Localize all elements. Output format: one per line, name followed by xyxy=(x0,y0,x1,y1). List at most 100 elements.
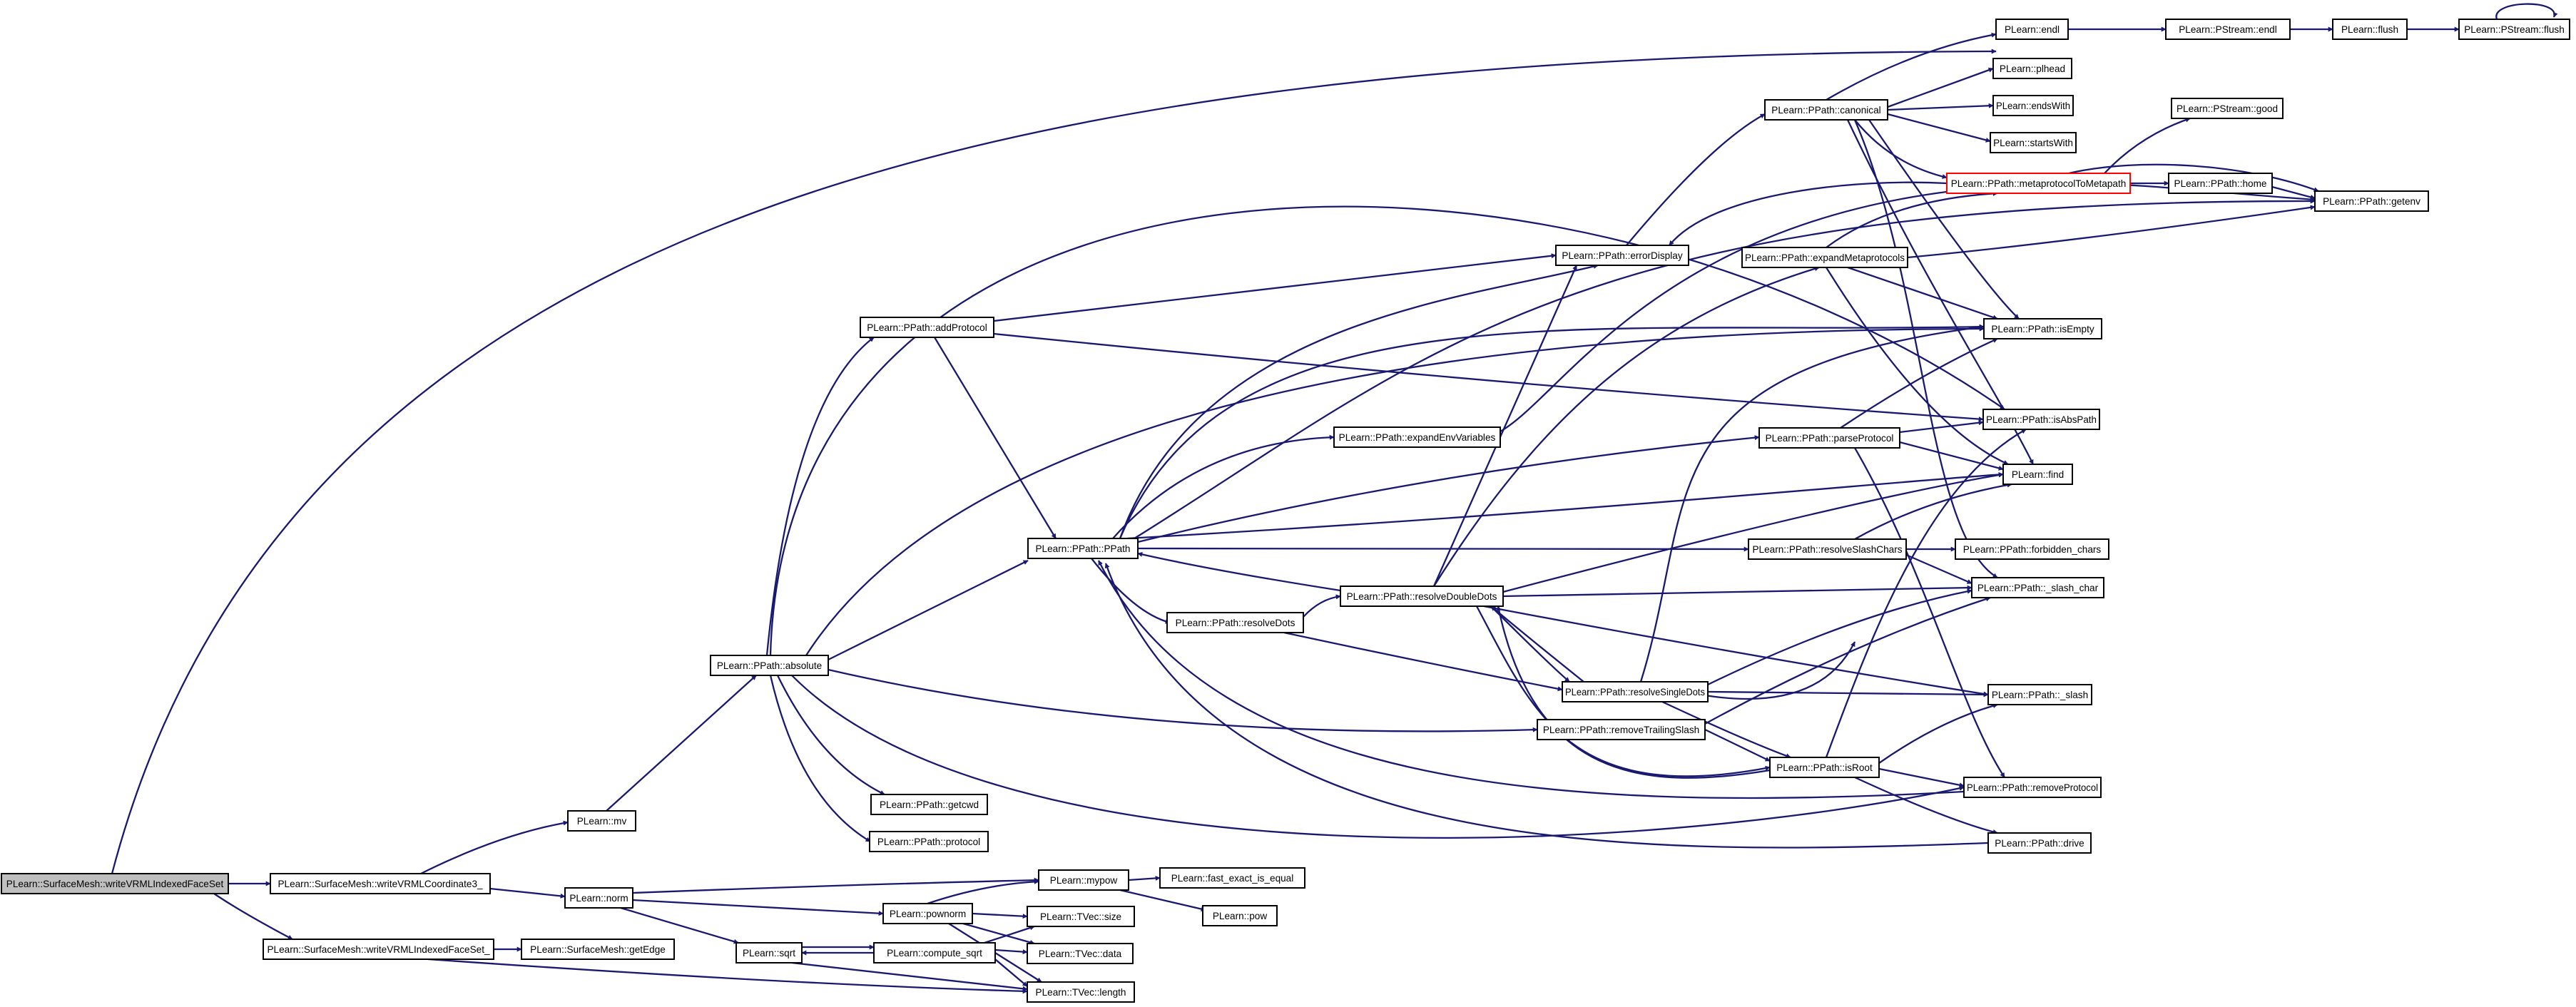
edge-pownorm-to-tdata xyxy=(962,922,1035,945)
node-box xyxy=(1333,426,1501,448)
node-label: PLearn::PPath::resolveSingleDots xyxy=(1565,687,1705,697)
node-startsWith[interactable]: PLearn::startsWith xyxy=(1990,132,2077,153)
node-box xyxy=(567,810,636,832)
node-resolveDoubleDots[interactable]: PLearn::PPath::resolveDoubleDots xyxy=(1340,586,1504,607)
node-box xyxy=(1748,538,1907,560)
edge-absolute-to-isAbsPath xyxy=(769,205,2005,656)
node-pownorm[interactable]: PLearn::pownorm xyxy=(882,903,973,924)
edge-canonical-to-startsWith xyxy=(1887,113,1991,143)
edge-isRoot-to-slash xyxy=(1878,703,1998,764)
edge-resolveDoubleDots-to-resolveSingleDots xyxy=(1490,605,1570,683)
node-expandEnv[interactable]: PLearn::PPath::expandEnvVariables xyxy=(1333,426,1501,448)
node-box xyxy=(1983,318,2102,339)
node-box xyxy=(1166,612,1304,633)
edge-expandMeta-to-metaToMeta xyxy=(1826,190,1998,248)
edge-home-to-getenv xyxy=(2271,185,2316,200)
node-wcoord[interactable]: PLearn::SurfaceMesh::writeVRMLCoordinate… xyxy=(270,873,491,894)
edge-compute_sqrt-to-tlength xyxy=(994,959,1028,987)
node-label: PLearn::fast_exact_is_equal xyxy=(1171,873,1294,884)
node-box xyxy=(869,831,989,852)
node-home[interactable]: PLearn::PPath::home xyxy=(2168,173,2273,194)
node-isAbsPath[interactable]: PLearn::PPath::isAbsPath xyxy=(1982,409,2100,430)
node-isEmpty[interactable]: PLearn::PPath::isEmpty xyxy=(1983,318,2102,339)
node-absolute[interactable]: PLearn::PPath::absolute xyxy=(710,655,829,676)
node-label: PLearn::compute_sqrt xyxy=(887,948,982,959)
edge-isRoot-to-isAbsPath xyxy=(1825,428,2027,758)
node-pow[interactable]: PLearn::pow xyxy=(1202,905,1278,926)
node-slash[interactable]: PLearn::PPath::_slash xyxy=(1987,684,2092,705)
node-resolveSingleDots[interactable]: PLearn::PPath::resolveSingleDots xyxy=(1562,681,1709,702)
node-resolveSlashChars[interactable]: PLearn::PPath::resolveSlashChars xyxy=(1748,538,1907,560)
edge-norm-to-sqrt xyxy=(620,906,739,944)
node-fast_exact[interactable]: PLearn::fast_exact_is_equal xyxy=(1159,867,1305,889)
node-mypow[interactable]: PLearn::mypow xyxy=(1038,869,1129,891)
edge-absolute-to-ppath xyxy=(828,559,1029,661)
node-forbidden[interactable]: PLearn::PPath::forbidden_chars xyxy=(1955,538,2109,560)
node-parseProtocol[interactable]: PLearn::PPath::parseProtocol xyxy=(1758,427,1900,449)
node-expandMeta[interactable]: PLearn::PPath::expandMetaprotocols xyxy=(1741,247,1908,268)
edge-errorDisplay-to-canonical xyxy=(1626,113,1766,246)
node-wface[interactable]: PLearn::SurfaceMesh::writeVRMLIndexedFac… xyxy=(263,939,494,960)
node-tdata[interactable]: PLearn::TVec::data xyxy=(1027,943,1134,964)
node-label: PLearn::PPath::forbidden_chars xyxy=(1963,544,2102,555)
node-label: PLearn::PPath::canonical xyxy=(1771,105,1880,116)
node-box xyxy=(1982,409,2100,430)
node-tsize[interactable]: PLearn::TVec::size xyxy=(1027,906,1135,927)
node-find[interactable]: PLearn::find xyxy=(2002,464,2073,485)
node-endl[interactable]: PLearn::endl xyxy=(1995,19,2069,40)
node-slash_char[interactable]: PLearn::PPath::_slash_char xyxy=(1971,577,2104,598)
edge-psflush-to-psflush xyxy=(2495,3,2558,20)
node-drive[interactable]: PLearn::PPath::drive xyxy=(1987,832,2092,854)
node-protocol[interactable]: PLearn::PPath::protocol xyxy=(869,831,989,852)
node-label: PLearn::SurfaceMesh::writeVRMLCoordinate… xyxy=(278,879,483,889)
node-box xyxy=(873,942,996,963)
node-flush[interactable]: PLearn::flush xyxy=(2332,19,2408,40)
node-psendl[interactable]: PLearn::PStream::endl xyxy=(2165,19,2291,40)
edge-resolveSingleDots-to-isRoot xyxy=(1661,700,1791,759)
node-label: PLearn::norm xyxy=(569,893,628,904)
node-resolveDots[interactable]: PLearn::PPath::resolveDots xyxy=(1166,612,1304,633)
node-box xyxy=(564,887,633,909)
node-label: PLearn::mv xyxy=(577,816,627,827)
node-getEdge[interactable]: PLearn::SurfaceMesh::getEdge xyxy=(521,939,675,960)
node-psflush[interactable]: PLearn::PStream::flush xyxy=(2458,19,2570,40)
edge-pownorm-to-tsize xyxy=(972,912,1028,919)
node-box xyxy=(1159,867,1305,889)
node-removeProtocol[interactable]: PLearn::PPath::removeProtocol xyxy=(1963,777,2102,798)
node-removeTrailing[interactable]: PLearn::PPath::removeTrailingSlash xyxy=(1537,719,1706,740)
edge-wcoord-to-mv xyxy=(420,820,569,875)
node-norm[interactable]: PLearn::norm xyxy=(564,887,633,909)
node-endsWith[interactable]: PLearn::endsWith xyxy=(1992,95,2074,116)
edge-canonical-to-find xyxy=(1846,119,2035,465)
node-plhead[interactable]: PLearn::plhead xyxy=(1992,58,2072,79)
edge-canonical-to-plhead xyxy=(1887,67,1994,108)
edge-resolveSingleDots-to-slash_char xyxy=(1707,588,1972,686)
node-label: PLearn::PPath::expandMetaprotocols xyxy=(1745,252,1905,263)
node-sqrt[interactable]: PLearn::sqrt xyxy=(735,942,803,963)
node-box xyxy=(1,873,229,894)
node-box xyxy=(870,794,988,815)
node-label: PLearn::mypow xyxy=(1050,875,1118,886)
node-label: PLearn::PPath::isEmpty xyxy=(1991,324,2094,334)
node-canonical[interactable]: PLearn::PPath::canonical xyxy=(1764,99,1888,121)
node-label: PLearn::flush xyxy=(2341,24,2398,35)
edge-absolute-to-removeProtocol xyxy=(791,675,1965,839)
node-getenv[interactable]: PLearn::PPath::getenv xyxy=(2314,190,2429,212)
edge-expandMeta-to-find xyxy=(1826,267,2009,466)
node-mv[interactable]: PLearn::mv xyxy=(567,810,636,832)
edge-metaToMeta-to-getenv xyxy=(2068,163,2319,193)
node-metaToMeta[interactable]: PLearn::PPath::metaprotocolToMetapath xyxy=(1946,173,2131,194)
edge-wcoord-to-norm xyxy=(489,887,566,899)
node-addProtocol[interactable]: PLearn::PPath::addProtocol xyxy=(860,317,994,338)
node-box xyxy=(1202,905,1278,926)
node-isRoot[interactable]: PLearn::PPath::isRoot xyxy=(1769,757,1880,778)
edge-absolute-to-protocol xyxy=(769,675,871,842)
node-root[interactable]: PLearn::SurfaceMesh::writeVRMLIndexedFac… xyxy=(1,873,229,894)
node-label: PLearn::SurfaceMesh::getEdge xyxy=(530,944,666,955)
node-getcwd[interactable]: PLearn::PPath::getcwd xyxy=(870,794,988,815)
node-compute_sqrt[interactable]: PLearn::compute_sqrt xyxy=(873,942,996,963)
node-errorDisplay[interactable]: PLearn::PPath::errorDisplay xyxy=(1555,245,1689,266)
node-tlength[interactable]: PLearn::TVec::length xyxy=(1027,981,1135,1003)
node-ppath[interactable]: PLearn::PPath::PPath xyxy=(1027,538,1139,559)
node-psgood[interactable]: PLearn::PStream::good xyxy=(2171,98,2284,119)
